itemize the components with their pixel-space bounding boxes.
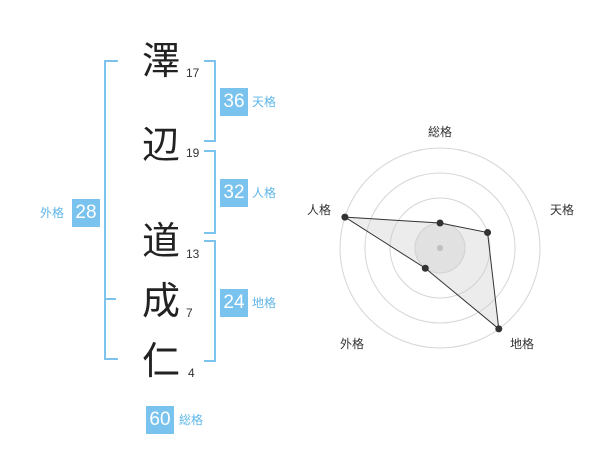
gaikaku-bracket: [104, 60, 118, 360]
radar-ring: [389, 197, 491, 299]
gaikaku-bracket-split: [106, 298, 116, 300]
tenkaku-bracket: [204, 60, 216, 142]
jinkaku-label: 人格: [252, 186, 277, 200]
radar-axis-label-tenkaku: 天格: [550, 203, 575, 217]
soukaku-label: 総格: [179, 413, 204, 427]
stroke-count-1: 17: [186, 66, 200, 80]
radar-point-4: [341, 213, 349, 221]
stroke-count-5: 4: [188, 366, 195, 380]
soukaku-value: 60: [146, 406, 174, 434]
radar-point-2: [495, 325, 503, 333]
jinkaku-value: 32: [220, 179, 248, 207]
radar-polygon: [344, 216, 500, 331]
gaikaku-label: 外格: [40, 206, 65, 220]
chikaku-label: 地格: [252, 296, 277, 310]
radar-point-3: [421, 264, 429, 272]
chikaku-bracket: [204, 240, 216, 362]
radar-point-0: [436, 219, 444, 227]
stroke-count-2: 19: [186, 146, 200, 160]
stroke-count-4: 7: [186, 306, 193, 320]
jinkaku-bracket: [204, 150, 216, 234]
tenkaku-value: 36: [220, 88, 248, 116]
tenkaku-label: 天格: [252, 95, 277, 109]
radar-axis-label-gaikaku: 外格: [340, 337, 365, 351]
radar-ring: [364, 172, 516, 324]
kanji-3: 道: [141, 219, 180, 263]
kanji-5: 仁: [141, 339, 180, 383]
kanji-1: 澤: [141, 39, 180, 83]
radar-axis-label-jinkaku: 人格: [307, 203, 332, 217]
gaikaku-value: 28: [72, 199, 100, 227]
radar-axis-label-chikaku: 地格: [510, 337, 535, 351]
kanji-4: 成: [141, 279, 180, 323]
chikaku-value: 24: [220, 289, 248, 317]
radar-ring: [339, 147, 541, 349]
stroke-count-3: 13: [186, 247, 200, 261]
radar-center: [437, 245, 443, 251]
radar-point-1: [484, 229, 492, 237]
kanji-2: 辺: [141, 123, 180, 167]
radar-axis-label-soukaku: 総格: [428, 125, 453, 139]
